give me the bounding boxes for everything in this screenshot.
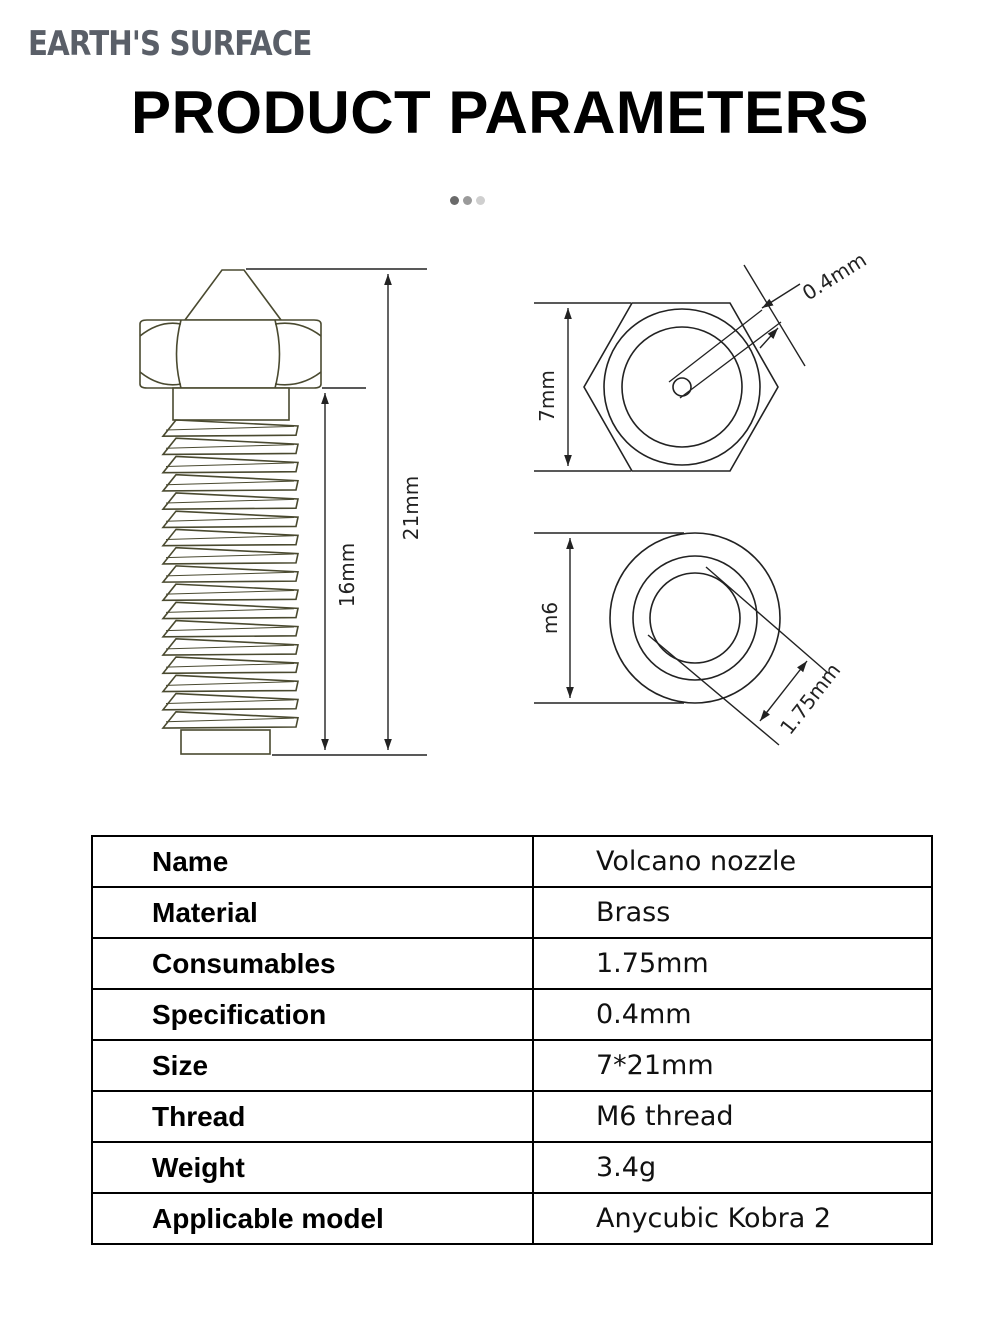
thread-ridge: [161, 510, 299, 529]
thread-line: [165, 444, 295, 449]
dimension-total-length: 21mm: [399, 476, 423, 540]
thread-line: [165, 571, 295, 577]
dimension-bore: 0.4mm: [798, 247, 871, 305]
thread-ridge: [161, 528, 299, 547]
spec-label: Thread: [91, 1090, 534, 1143]
side-dimension-lines: [246, 268, 427, 756]
thread-line: [165, 553, 295, 559]
thread-line: [165, 626, 295, 632]
thread-ridge: [161, 619, 299, 638]
spec-label: Specification: [91, 988, 534, 1041]
dimension-filament-diameter: 1.75mm: [775, 659, 845, 740]
thread-ridge: [161, 692, 299, 711]
thread-ridge: [161, 437, 299, 456]
thread-line: [165, 717, 295, 723]
thread-ridge: [161, 583, 299, 602]
thread-line: [165, 517, 295, 522]
thread-ridge: [161, 710, 299, 729]
nozzle-bottom-view: [609, 532, 781, 704]
thread-ridge: [161, 601, 299, 620]
carousel-dot-3[interactable]: [476, 196, 485, 205]
thread-line: [165, 608, 295, 613]
thread-line: [165, 662, 295, 668]
thread-ridge: [161, 492, 299, 510]
dimension-thread-length: 16mm: [335, 543, 359, 607]
nozzle-technical-drawing: 16mm 21mm 7mm 0.4mm m6 1.75mm: [139, 247, 871, 756]
thread-line: [165, 480, 295, 486]
thread-ridge: [161, 419, 299, 438]
thread-line: [165, 462, 295, 467]
nozzle-side-view: [139, 269, 322, 755]
spec-value: 7*21mm: [532, 1039, 933, 1092]
brand-logo: EARTH'S SURFACE: [28, 24, 312, 64]
thread-line: [165, 644, 295, 650]
thread-ridge: [161, 546, 299, 565]
spec-value: Brass: [532, 886, 933, 939]
thread-ridge: [161, 455, 299, 474]
carousel-dot-2[interactable]: [463, 196, 472, 205]
thread-ridge: [161, 674, 299, 693]
thread-line: [165, 681, 295, 686]
thread-ridge: [161, 565, 299, 583]
bottom-dimension-lines: [534, 532, 829, 746]
dimension-thread-diameter: m6: [538, 602, 562, 634]
spec-label: Material: [91, 886, 534, 939]
spec-label: Consumables: [91, 937, 534, 990]
top-dimension-lines: [534, 264, 806, 472]
thread-line: [165, 535, 295, 540]
spec-value: 0.4mm: [532, 988, 933, 1041]
spec-label: Name: [91, 835, 534, 888]
spec-value: M6 thread: [532, 1090, 933, 1143]
spec-value: Anycubic Kobra 2: [532, 1192, 933, 1245]
spec-label: Applicable model: [91, 1192, 534, 1245]
nozzle-top-view: [583, 302, 782, 472]
thread-line: [165, 498, 295, 504]
thread-ridge: [161, 656, 299, 675]
thread-line: [165, 699, 295, 705]
thread-line: [165, 425, 295, 431]
spec-label: Size: [91, 1039, 534, 1092]
spec-label: Weight: [91, 1141, 534, 1194]
thread-ridge: [161, 638, 299, 656]
spec-value: Volcano nozzle: [532, 835, 933, 888]
dimension-nozzle-width: 7mm: [535, 370, 559, 422]
thread-line: [165, 590, 295, 595]
spec-value: 1.75mm: [532, 937, 933, 990]
spec-value: 3.4g: [532, 1141, 933, 1194]
carousel-dot-1[interactable]: [450, 196, 459, 205]
thread-ridge: [161, 473, 299, 492]
page-title: PRODUCT PARAMETERS: [131, 79, 869, 146]
